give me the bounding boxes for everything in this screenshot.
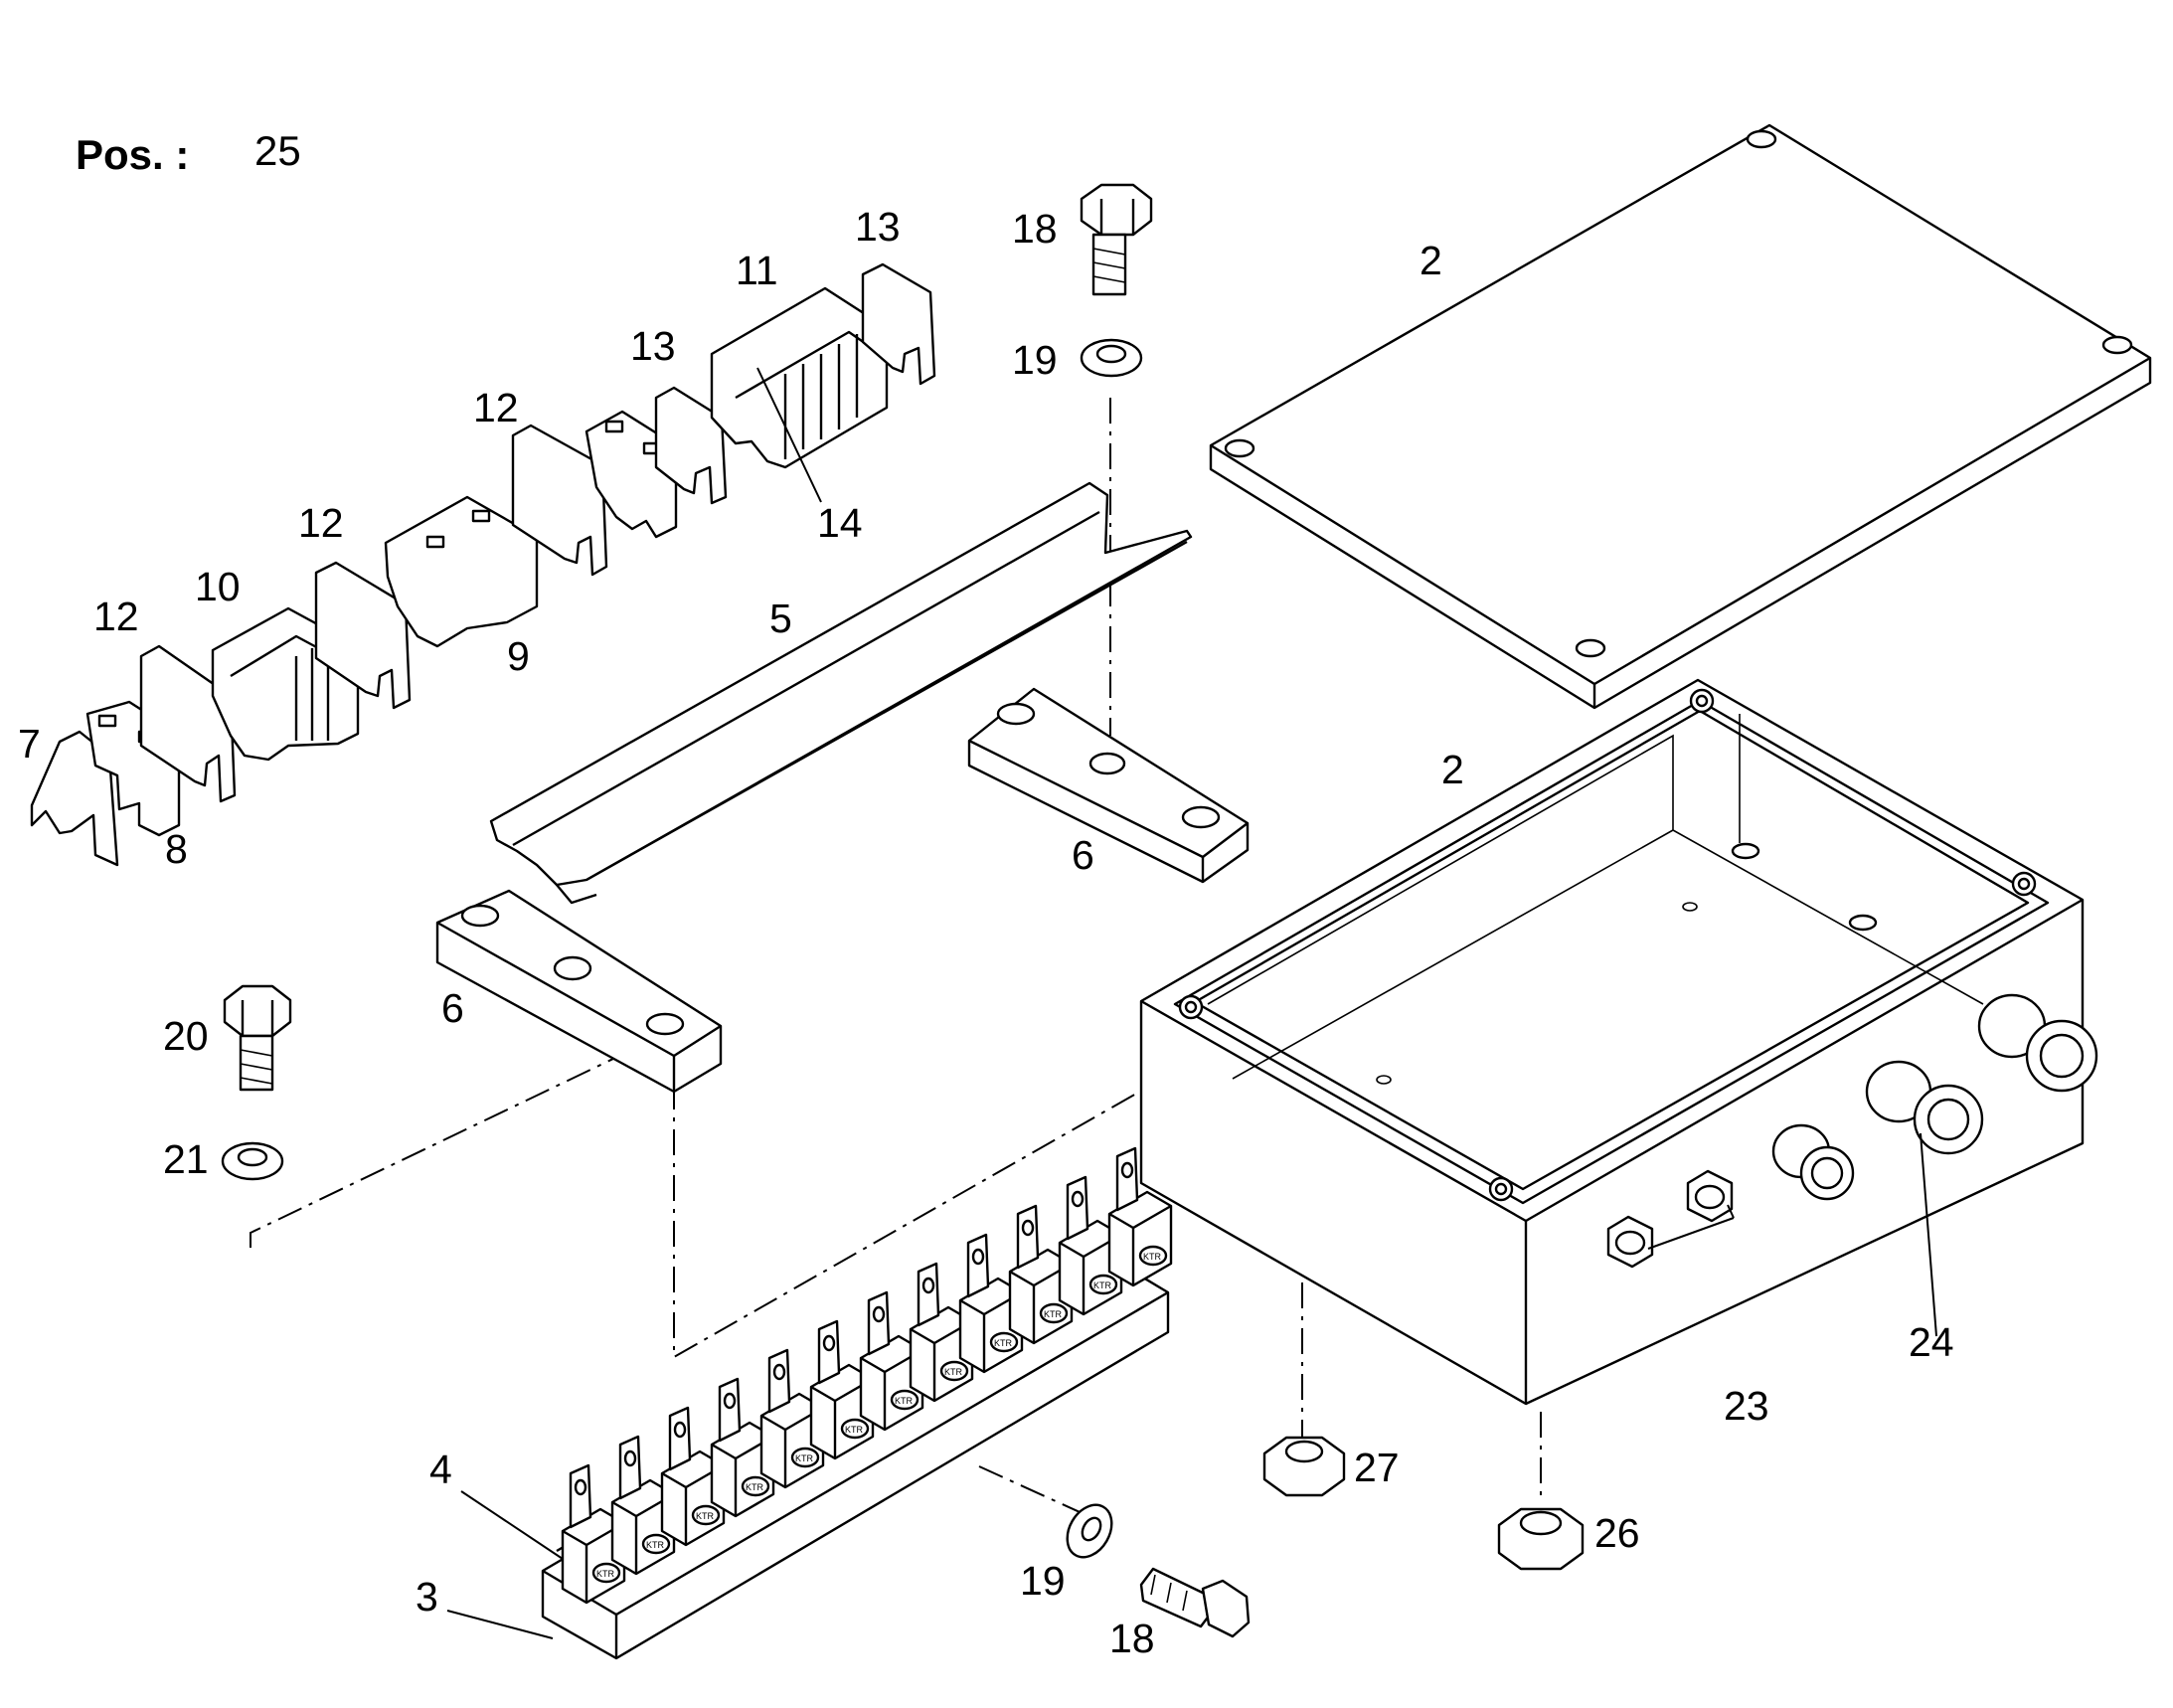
terminal-marking: KTR [646, 1540, 665, 1550]
callout-5: 5 [769, 596, 792, 641]
terminal-module: KTR [759, 1348, 825, 1489]
enclosure-box [1139, 678, 2098, 1406]
callout-10: 10 [195, 564, 241, 609]
terminal-module: KTR [1107, 1146, 1173, 1287]
callout-6-upper: 6 [1072, 832, 1094, 878]
washer-19-bottom [1066, 1503, 1113, 1559]
callout-19-bottom: 19 [1020, 1558, 1066, 1604]
callout-12-b: 12 [298, 500, 344, 546]
terminal-strip-11 [710, 286, 889, 469]
terminal-module: KTR [809, 1319, 875, 1460]
terminal-module: KTR [958, 1233, 1024, 1374]
callout-13-b: 13 [855, 204, 901, 250]
callout-7: 7 [18, 721, 41, 767]
terminal-marking: KTR [944, 1367, 963, 1377]
callout-11: 11 [736, 248, 778, 293]
callout-6-lower: 6 [441, 985, 464, 1031]
bolt-18-bottom [1139, 1567, 1251, 1638]
terminal-marking: KTR [1093, 1281, 1112, 1290]
terminal-marking: KTR [596, 1569, 615, 1579]
callout-13-a: 13 [630, 323, 676, 369]
washer-19-top [1080, 338, 1143, 378]
callout-20: 20 [163, 1013, 209, 1059]
nut-27 [1262, 1436, 1346, 1497]
position-label: Pos. : [76, 131, 190, 178]
callout-23: 23 [1724, 1383, 1769, 1429]
terminal-marking: KTR [895, 1396, 914, 1406]
callout-9: 9 [507, 633, 530, 679]
callout-27: 27 [1354, 1445, 1400, 1490]
lid-screw-holes [1224, 129, 2133, 658]
terminal-module: KTR [561, 1463, 626, 1605]
partition-plate-12-c [511, 424, 608, 577]
callout-2-box: 2 [1441, 747, 1464, 792]
cable-glands [1771, 993, 2098, 1201]
callout-19-top: 19 [1012, 337, 1058, 383]
terminal-marking: KTR [1143, 1252, 1162, 1262]
washer-21 [221, 1141, 284, 1181]
terminal-module: KTR [610, 1435, 676, 1576]
partition-plate-12-a [139, 644, 237, 803]
terminal-marking: KTR [746, 1482, 764, 1492]
callout-18-bottom: 18 [1109, 1616, 1155, 1661]
partition-plate-12-b [314, 561, 412, 710]
callout-12-a: 12 [93, 594, 139, 639]
mounting-bar-lower [435, 889, 723, 1094]
callout-3: 3 [416, 1574, 438, 1620]
bolt-18-top [1080, 183, 1153, 296]
callout-4: 4 [429, 1447, 452, 1492]
assembly-axes [250, 398, 1542, 1517]
terminal-marking: KTR [994, 1338, 1013, 1348]
callout-labels: 2 2 3 4 5 6 6 7 8 9 10 11 12 12 12 13 13… [18, 204, 1954, 1661]
terminal-marking: KTR [1044, 1309, 1063, 1319]
callout-2-lid: 2 [1420, 238, 1442, 283]
callout-24: 24 [1909, 1319, 1954, 1365]
blanking-plugs [1606, 1169, 1734, 1269]
terminal-module: KTR [710, 1377, 775, 1518]
callout-21: 21 [163, 1136, 209, 1182]
callout-18-top: 18 [1012, 206, 1058, 252]
nut-26 [1497, 1507, 1585, 1571]
partition-plate-13-a [654, 386, 728, 505]
terminal-module: KTR [909, 1262, 974, 1403]
bolt-20 [223, 984, 292, 1092]
partition-plate-13-b [861, 262, 936, 386]
enclosure-lid [1209, 123, 2152, 710]
terminal-marking: KTR [795, 1453, 814, 1463]
mounting-bar-upper [967, 687, 1250, 884]
terminal-marking: KTR [696, 1511, 715, 1521]
callout-26: 26 [1594, 1510, 1640, 1556]
main-terminal-strip: KTR KTR KTR KTR KTR KTR KTR KTR KTR KTR KTR KTR [541, 1146, 1173, 1660]
callout-14: 14 [817, 500, 863, 546]
callout-12-c: 12 [473, 385, 519, 430]
din-rail [489, 481, 1193, 905]
callout-8: 8 [165, 826, 188, 872]
terminal-marking: KTR [845, 1425, 864, 1435]
position-header: Pos. : 25 [76, 127, 301, 179]
terminal-module: KTR [859, 1290, 924, 1432]
terminal-tabs: KTR KTR KTR KTR KTR KTR KTR KTR KTR KTR KTR KTR [561, 1146, 1173, 1605]
leader-lines [446, 367, 1937, 1639]
position-value: 25 [254, 127, 301, 174]
terminal-module: KTR [660, 1406, 726, 1547]
box-corner-bosses [1178, 688, 2037, 1202]
terminal-module: KTR [1058, 1175, 1123, 1316]
